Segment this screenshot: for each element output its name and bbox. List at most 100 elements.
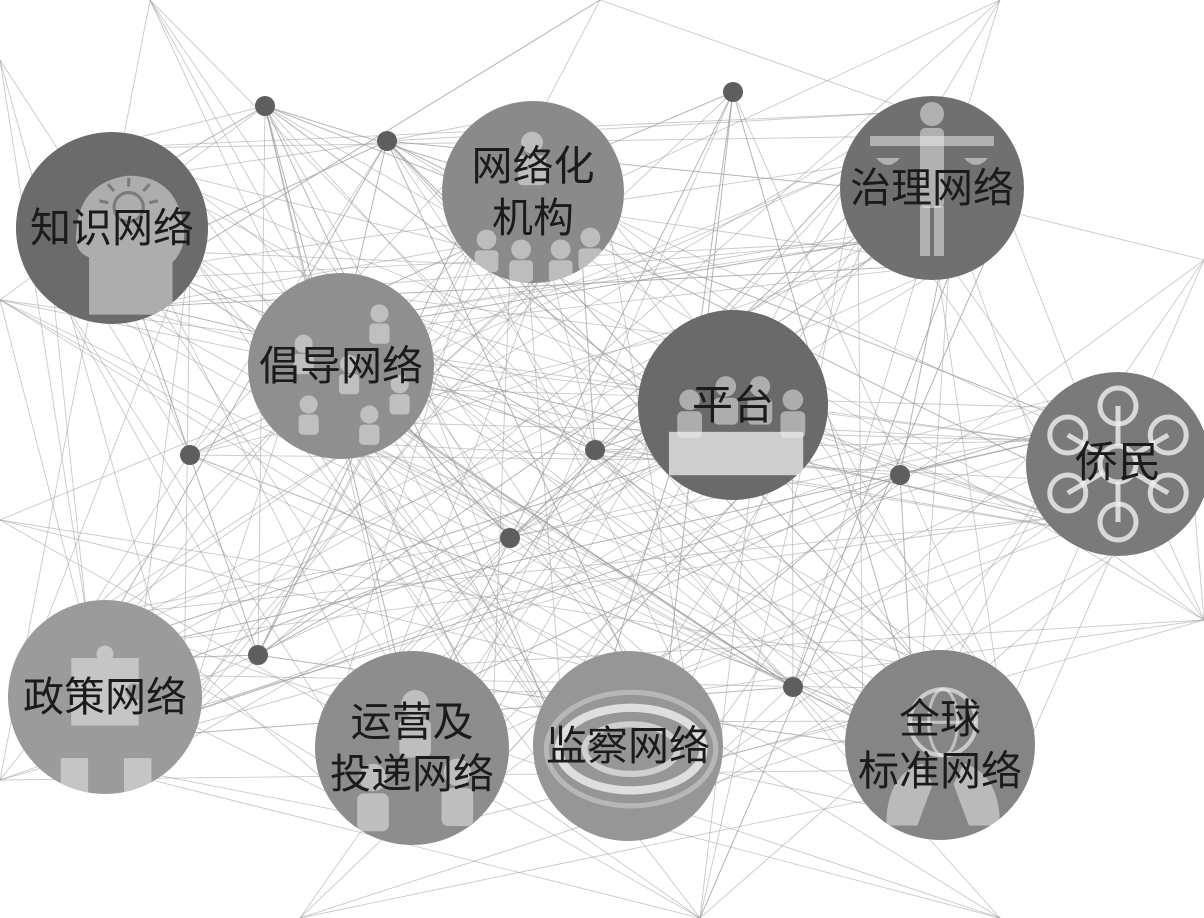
network-edge	[86, 410, 1176, 618]
hub-dot	[377, 131, 397, 151]
people-discussion-icon	[293, 304, 410, 445]
network-edge	[358, 111, 915, 444]
node-operation: 运营及投递网络	[315, 651, 509, 845]
network-edge	[129, 307, 191, 456]
node-knowledge: 知识网络	[16, 132, 208, 324]
network-edge	[171, 140, 388, 173]
hub-dot	[500, 528, 520, 548]
puzzle-pieces-icon	[60, 645, 152, 794]
network-edge	[51, 283, 794, 688]
node-policy: 政策网络	[8, 600, 202, 794]
node-advocacy: 倡导网络	[248, 273, 434, 459]
network-edge	[0, 299, 1061, 518]
node-label: 政策网络	[23, 671, 187, 723]
node-governance: 治理网络	[840, 96, 1024, 280]
node-label: 全球标准网络	[858, 693, 1022, 798]
node-label-line: 全球	[899, 694, 981, 743]
node-label: 侨民	[1075, 436, 1161, 491]
network-edge	[86, 442, 359, 617]
network-edge	[189, 0, 601, 253]
node-label-line: 运营及	[350, 697, 474, 746]
meeting-table-icon	[668, 376, 806, 476]
hub-dot	[723, 82, 743, 102]
network-edge	[86, 140, 388, 617]
network-edge	[183, 720, 352, 805]
network-edge	[856, 164, 864, 722]
network-edge	[257, 414, 689, 656]
network-edge	[0, 299, 688, 692]
network-edge	[165, 516, 1061, 642]
node-label-line: 平台	[692, 380, 774, 429]
network-edge	[0, 519, 923, 667]
network-edge	[86, 419, 284, 617]
network-edge	[51, 283, 259, 656]
network-edge	[51, 283, 88, 617]
node-label-line: 侨民	[1075, 438, 1161, 489]
globe-hands-icon	[886, 687, 1000, 826]
eye-icon	[543, 689, 719, 809]
node-diaspora: 侨民	[1026, 372, 1204, 556]
network-edge	[0, 59, 88, 617]
network-edge	[699, 483, 752, 918]
node-label: 监察网络	[546, 720, 710, 772]
network-edge	[750, 483, 923, 667]
network-edge	[472, 91, 734, 693]
network-edge	[189, 454, 881, 801]
network-edge	[398, 240, 875, 313]
network-edge	[358, 442, 552, 723]
node-networked-org: 网络化机构	[442, 101, 624, 283]
node-platform: 平台	[638, 310, 828, 500]
drone-network-icon	[1047, 385, 1189, 543]
network-edge	[189, 419, 284, 456]
network-edge	[386, 140, 596, 451]
node-label-line: 标准网络	[858, 747, 1022, 795]
node-label: 网络化机构	[472, 140, 595, 245]
hub-dot	[585, 440, 605, 460]
node-label: 平台	[692, 379, 774, 431]
network-edge	[358, 442, 794, 688]
node-label-line: 投递网络	[330, 750, 494, 798]
network-edge	[475, 244, 688, 692]
network-edge	[165, 240, 875, 642]
org-people-icon	[474, 131, 603, 283]
network-edge	[26, 263, 950, 674]
network-edge	[405, 91, 734, 748]
network-edge	[594, 449, 896, 713]
network-edge	[490, 483, 752, 773]
node-label-line: 倡导网络	[259, 341, 423, 390]
network-edge	[490, 771, 701, 918]
network-edge	[86, 516, 1061, 618]
network-edge	[645, 824, 1001, 918]
node-label-line: 网络化	[471, 141, 595, 190]
node-global-standards: 全球标准网络	[845, 650, 1035, 840]
network-edge	[340, 384, 794, 688]
people-group-icon	[357, 690, 474, 832]
network-edge	[358, 442, 1000, 691]
hub-dot	[180, 445, 200, 465]
network-edge	[599, 0, 915, 113]
network-edge	[123, 459, 674, 778]
network-edge	[0, 299, 1001, 918]
network-edge	[26, 440, 1044, 674]
network-edge	[699, 428, 811, 918]
node-label-line: 监察网络	[546, 721, 710, 770]
network-edge	[189, 251, 473, 693]
network-edge	[386, 140, 665, 744]
node-label: 知识网络	[30, 202, 194, 254]
network-edge	[549, 267, 596, 451]
network-edge	[0, 519, 688, 692]
node-label-line: 知识网络	[30, 203, 194, 252]
network-edge	[810, 428, 1044, 442]
network-edge	[0, 299, 864, 722]
hub-dot	[783, 677, 803, 697]
network-edge	[704, 516, 1061, 771]
network-edge	[0, 59, 185, 722]
network-edge	[594, 449, 882, 801]
node-oversight: 监察网络	[533, 651, 723, 841]
node-label-line: 机构	[492, 194, 574, 242]
network-edge	[44, 410, 1176, 754]
network-edge	[183, 267, 551, 722]
hub-dot	[255, 96, 275, 116]
head-lightbulb-icon	[76, 175, 185, 315]
